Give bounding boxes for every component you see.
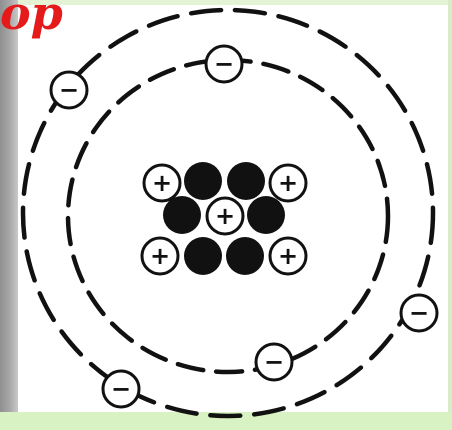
neutron xyxy=(184,162,222,200)
electron: − xyxy=(256,344,292,380)
proton-sign: + xyxy=(278,169,298,197)
neutron xyxy=(226,237,264,275)
electron: − xyxy=(51,72,87,108)
proton-sign: + xyxy=(152,169,172,197)
electron: − xyxy=(206,46,242,82)
electron-sign: − xyxy=(409,299,429,327)
proton: + xyxy=(207,198,243,234)
electron: − xyxy=(103,371,139,407)
proton: + xyxy=(270,238,306,274)
proton: + xyxy=(142,238,178,274)
electron-sign: − xyxy=(111,375,131,403)
proton-sign: + xyxy=(278,242,298,270)
electron-sign: − xyxy=(264,348,284,376)
electron-sign: − xyxy=(59,76,79,104)
neutron xyxy=(163,196,201,234)
proton: + xyxy=(270,165,306,201)
neutron xyxy=(184,237,222,275)
proton-sign: + xyxy=(150,242,170,270)
neutron xyxy=(247,196,285,234)
neutron xyxy=(227,162,265,200)
proton: + xyxy=(144,165,180,201)
proton-sign: + xyxy=(215,202,235,230)
nucleus: + + + + + xyxy=(142,162,306,275)
electron: − xyxy=(401,295,437,331)
electron-sign: − xyxy=(214,50,234,78)
